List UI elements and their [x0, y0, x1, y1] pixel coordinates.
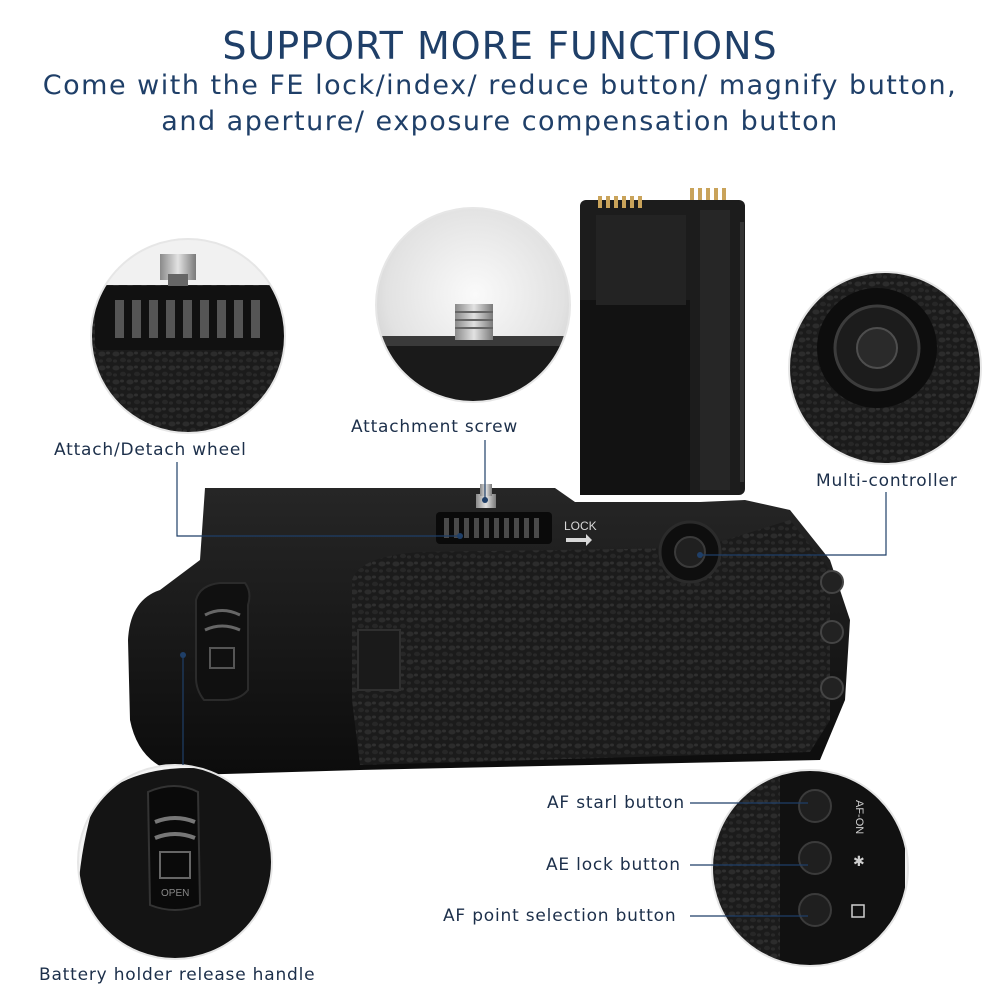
page-title: SUPPORT MORE FUNCTIONS: [222, 24, 778, 68]
attachment-screw-label: Attachment screw: [351, 417, 519, 437]
page-subtitle-line-2: and aperture/ exposure compensation butt…: [161, 106, 839, 137]
attach-detach-wheel-label: Attach/Detach wheel: [54, 440, 247, 460]
leader-lines: [176, 440, 887, 917]
detail-attach-detach-wheel: [91, 239, 285, 433]
af-on-marking: AF-ON: [853, 800, 865, 834]
detail-buttons: AF-ON ✱: [712, 770, 908, 966]
af-point-selection-button-label: AF point selection button: [443, 906, 677, 926]
detail-multi-controller: [789, 272, 981, 464]
lock-marking: LOCK: [564, 519, 597, 533]
detail-release-handle: OPEN: [78, 765, 272, 959]
ae-lock-button-label: AE lock button: [546, 855, 681, 875]
page-subtitle-line-1: Come with the FE lock/index/ reduce butt…: [42, 70, 958, 101]
battery-magazine: [580, 188, 745, 495]
detail-attachment-screw: [376, 208, 570, 402]
grip-body: LOCK: [128, 484, 850, 775]
star-marking: ✱: [853, 854, 865, 870]
battery-holder-release-handle-label: Battery holder release handle: [39, 965, 316, 985]
af-start-button-label: AF starl button: [547, 793, 685, 813]
multi-controller-label: Multi-controller: [816, 471, 958, 491]
open-marking: OPEN: [161, 888, 189, 899]
